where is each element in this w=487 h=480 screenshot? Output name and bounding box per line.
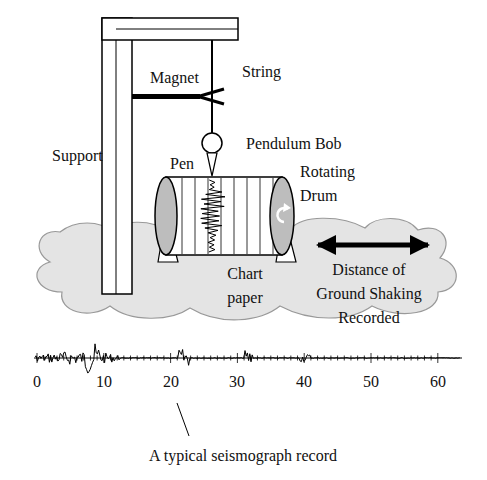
part-label: Support <box>52 144 103 168</box>
part-label: Chart paper <box>212 262 278 310</box>
part-label: Magnet <box>150 66 199 90</box>
caption: A typical seismograph record <box>149 446 337 466</box>
pen <box>207 153 217 176</box>
part-label: Rotating Drum <box>300 160 372 208</box>
part-label: Distance of Ground Shaking Recorded <box>310 258 428 330</box>
ground-motion-arrow <box>318 243 428 248</box>
axis-number: 0 <box>22 372 52 392</box>
axis-number: 20 <box>156 372 186 392</box>
axis-number: 10 <box>89 372 119 392</box>
part-label: Pen <box>168 152 196 176</box>
rotating-drum <box>155 177 294 255</box>
part-label: String <box>242 60 281 84</box>
magnet <box>132 89 224 104</box>
axis-number: 50 <box>356 372 386 392</box>
pendulum-bob <box>202 133 222 153</box>
leader-line <box>177 403 189 436</box>
axis-number: 30 <box>222 372 252 392</box>
axis-number: 40 <box>289 372 319 392</box>
seismograph-record <box>34 344 462 373</box>
part-label: Pendulum Bob <box>246 132 342 156</box>
string <box>211 40 213 133</box>
axis-number: 60 <box>423 372 453 392</box>
